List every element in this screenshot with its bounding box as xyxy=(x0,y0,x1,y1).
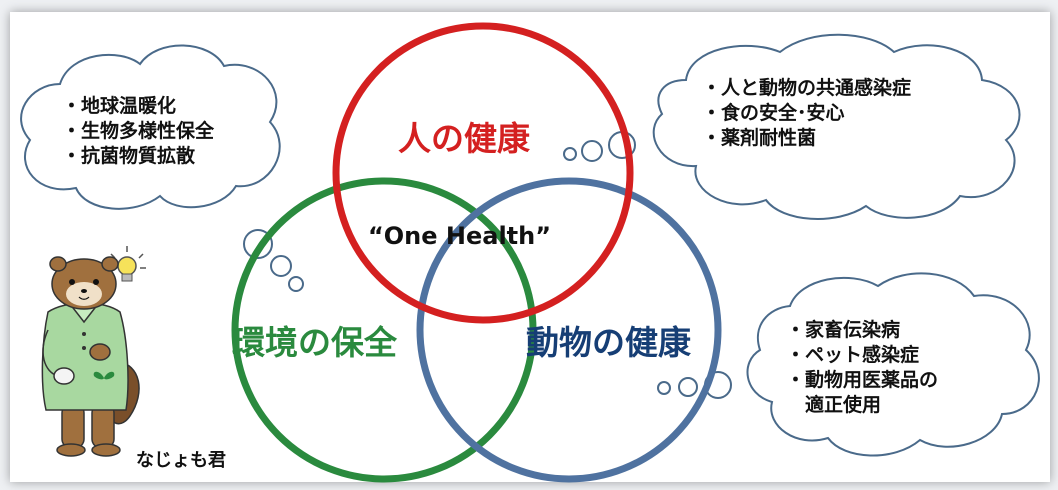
venn-circle-animal xyxy=(416,177,722,483)
thought-bubble-environment xyxy=(20,44,304,292)
bubble-item: ・抗菌物質拡散 xyxy=(62,145,196,167)
bubble-text-environment: ・地球温暖化 ・生物多様性保全 ・抗菌物質拡散 xyxy=(62,94,214,169)
venn-circle-human xyxy=(332,22,634,324)
thought-bubble-animal xyxy=(657,272,1040,457)
mascot-name: なじょも君 xyxy=(136,450,226,471)
bubble-text-animal: ・家畜伝染病 ・ペット感染症 ・動物用医薬品の 適正使用 xyxy=(786,318,938,418)
bubble-item: ・ペット感染症 xyxy=(786,344,920,366)
bubble-item: ・生物多様性保全 xyxy=(62,120,215,142)
bubble-item: 適正使用 xyxy=(786,394,882,416)
bubble-item: ・薬剤耐性菌 xyxy=(702,127,817,149)
bubble-item: ・人と動物の共通感染症 xyxy=(702,77,912,99)
label-environment-conservation: 環境の保全 xyxy=(232,323,397,362)
bubble-item: ・家畜伝染病 xyxy=(786,319,901,341)
bubble-item: ・地球温暖化 xyxy=(62,95,177,117)
label-animal-health: 動物の健康 xyxy=(526,323,691,362)
bubble-text-human: ・人と動物の共通感染症 ・食の安全･安心 ・薬剤耐性菌 xyxy=(702,76,911,151)
weasel-mascot-icon xyxy=(41,246,146,457)
bubble-item: ・食の安全･安心 xyxy=(702,102,845,124)
lightbulb-icon xyxy=(110,246,146,282)
venn-circle-environment xyxy=(231,177,537,483)
thought-bubble-human xyxy=(563,33,1021,220)
label-human-health: 人の健康 xyxy=(398,119,530,158)
center-label-one-health: “One Health” xyxy=(368,222,552,250)
bubble-item: ・動物用医薬品の xyxy=(786,369,939,391)
